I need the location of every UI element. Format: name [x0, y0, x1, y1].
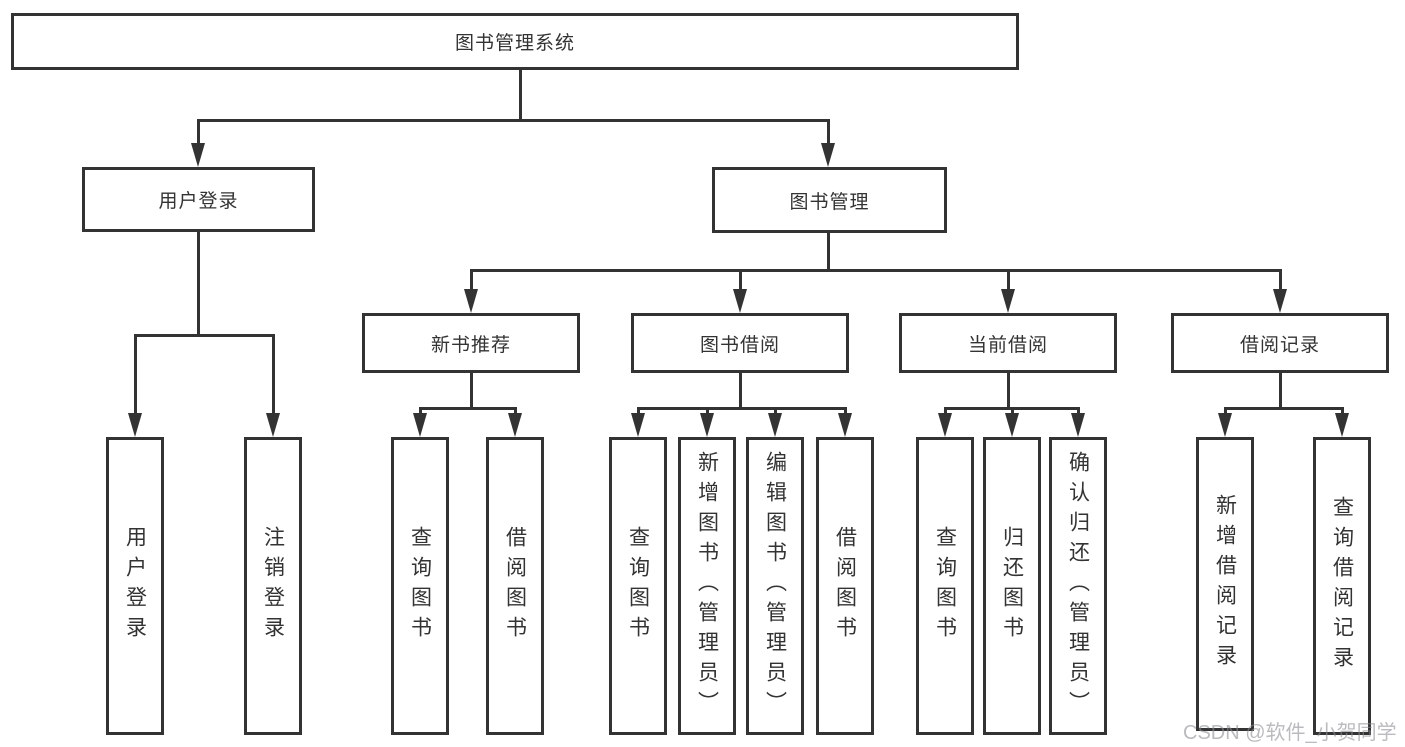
connector-drop-leaf: [134, 334, 137, 416]
connector-root-stub: [519, 70, 522, 122]
arrow-down-icon: [464, 289, 478, 313]
leaf-logout: 注销登录: [244, 437, 302, 735]
node-current-borrow: 当前借阅: [899, 313, 1117, 373]
leaf-cb-confirm-return-admin: 确认归还（管理员）: [1049, 437, 1107, 735]
connector-user-login-branch: [134, 334, 275, 337]
arrow-down-icon: [1071, 413, 1085, 437]
node-borrow-records: 借阅记录: [1171, 313, 1389, 373]
connector-drop-leaf: [637, 407, 640, 416]
connector-drop-leaf: [1224, 407, 1227, 416]
node-book-borrow-label: 图书借阅: [699, 334, 780, 356]
connector-drop-leaf: [272, 334, 275, 416]
leaf-bb-borrow-book: 借阅图书: [816, 437, 874, 735]
connector-drop-leaf: [944, 407, 947, 416]
leaf-bb-add-book-admin-label: 新增图书（管理员）: [695, 451, 719, 721]
node-book-management-label: 图书管理: [789, 191, 870, 213]
arrow-down-icon: [700, 413, 714, 437]
arrow-down-icon: [1335, 413, 1349, 437]
csdn-watermark: CSDN @软件_小贺同学: [1183, 722, 1397, 744]
connector-leaf-branch: [1224, 407, 1344, 410]
connector-drop-leaf: [774, 407, 777, 416]
leaf-bb-query-book: 查询图书: [609, 437, 667, 735]
arrow-down-icon: [1218, 413, 1232, 437]
node-root: 图书管理系统: [11, 13, 1019, 70]
connector-drop-section: [1279, 269, 1282, 292]
leaf-bb-borrow-book-label: 借阅图书: [833, 526, 857, 646]
node-user-login-label: 用户登录: [158, 191, 239, 212]
connector-drop-leaf: [419, 407, 422, 416]
connector-level2-branch: [197, 119, 830, 122]
connector-drop-section: [470, 269, 473, 292]
leaf-logout-label: 注销登录: [261, 526, 285, 646]
leaf-cb-query-book: 查询图书: [916, 437, 974, 735]
connector-section-stub: [739, 372, 742, 410]
node-current-borrow-label: 当前借阅: [967, 334, 1048, 356]
connector-leaf-branch: [419, 407, 517, 410]
arrow-down-icon: [128, 413, 142, 437]
leaf-nbr-query-book: 查询图书: [391, 437, 449, 735]
connector-drop-section: [739, 269, 742, 292]
connector-leaf-branch: [637, 407, 847, 410]
connector-drop-leaf: [844, 407, 847, 416]
connector-drop-user-login: [197, 119, 200, 146]
connector-section-stub: [1007, 372, 1010, 410]
connector-book-mgmt-stub: [827, 231, 830, 272]
leaf-br-query-record: 查询借阅记录: [1313, 437, 1371, 735]
leaf-br-add-record: 新增借阅记录: [1196, 437, 1254, 731]
node-borrow-records-label: 借阅记录: [1239, 334, 1320, 356]
leaf-cb-return-book-label: 归还图书: [1000, 526, 1024, 646]
arrow-down-icon: [508, 413, 522, 437]
node-book-borrow: 图书借阅: [631, 313, 849, 373]
arrow-down-icon: [733, 289, 747, 313]
connector-drop-leaf: [1341, 407, 1344, 416]
arrow-down-icon: [1005, 413, 1019, 437]
leaf-br-query-record-label: 查询借阅记录: [1330, 496, 1354, 676]
leaf-br-add-record-label: 新增借阅记录: [1213, 494, 1237, 674]
connector-drop-section: [1007, 269, 1010, 292]
arrow-down-icon: [1001, 289, 1015, 313]
leaf-user-login: 用户登录: [106, 437, 164, 735]
connector-section-stub: [1279, 372, 1282, 410]
leaf-cb-confirm-return-admin-label: 确认归还（管理员）: [1066, 451, 1090, 721]
arrow-down-icon: [413, 413, 427, 437]
connector-drop-book-mgmt: [827, 119, 830, 146]
node-root-label: 图书管理系统: [454, 33, 575, 54]
leaf-cb-return-book: 归还图书: [983, 437, 1041, 735]
leaf-nbr-borrow-book: 借阅图书: [486, 437, 544, 735]
node-new-book-recommend: 新书推荐: [362, 313, 580, 373]
arrow-down-icon: [768, 413, 782, 437]
connector-section-stub: [470, 372, 473, 410]
leaf-bb-edit-book-admin: 编辑图书（管理员）: [746, 437, 804, 735]
connector-user-login-stub: [197, 231, 200, 336]
leaf-cb-query-book-label: 查询图书: [933, 526, 957, 646]
connector-drop-leaf: [1077, 407, 1080, 416]
leaf-nbr-query-book-label: 查询图书: [408, 526, 432, 646]
arrow-down-icon: [938, 413, 952, 437]
node-new-book-recommend-label: 新书推荐: [430, 334, 511, 356]
arrow-down-icon: [191, 143, 205, 167]
arrow-down-icon: [838, 413, 852, 437]
node-book-management: 图书管理: [712, 167, 947, 233]
leaf-user-login-label: 用户登录: [123, 526, 147, 646]
connector-level3-branch: [470, 269, 1282, 272]
connector-drop-leaf: [706, 407, 709, 416]
arrow-down-icon: [1273, 289, 1287, 313]
leaf-bb-add-book-admin: 新增图书（管理员）: [678, 437, 736, 735]
leaf-nbr-borrow-book-label: 借阅图书: [503, 526, 527, 646]
node-user-login: 用户登录: [82, 167, 315, 232]
leaf-bb-edit-book-admin-label: 编辑图书（管理员）: [763, 451, 787, 721]
arrow-down-icon: [631, 413, 645, 437]
arrow-down-icon: [266, 413, 280, 437]
arrow-down-icon: [821, 143, 835, 167]
connector-drop-leaf: [514, 407, 517, 416]
leaf-bb-query-book-label: 查询图书: [626, 526, 650, 646]
connector-drop-leaf: [1011, 407, 1014, 416]
